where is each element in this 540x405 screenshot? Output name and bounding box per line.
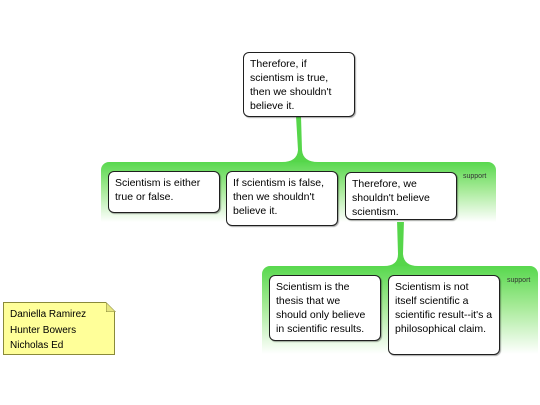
- premise-text: Scientism is not itself scientific a sci…: [395, 281, 493, 335]
- premise-node[interactable]: Scientism is the thesis that we should o…: [269, 275, 381, 341]
- support-label-2: support: [507, 277, 531, 284]
- group1-to-group2-connector: [384, 220, 418, 266]
- premise-node[interactable]: Scientism is either true or false.: [108, 171, 220, 213]
- author-name: Hunter Bowers: [10, 324, 77, 336]
- premise-node[interactable]: If scientism is false, then we shouldn't…: [226, 171, 338, 226]
- premise-text: If scientism is false, then we shouldn't…: [233, 177, 325, 217]
- support-label-1: support: [463, 173, 487, 180]
- author-name: Daniella Ramirez: [10, 309, 87, 320]
- premise-node[interactable]: Scientism is not itself scientific a sci…: [388, 275, 500, 355]
- root-to-group1-connector: [282, 116, 318, 162]
- authors-note[interactable]: Daniella Ramirez Hunter Bowers Nicholas …: [3, 302, 115, 355]
- premise-text: Scientism is either true or false.: [115, 177, 201, 203]
- root-claim-text: Therefore, if scientism is true, then we…: [250, 58, 332, 112]
- author-name: Nicholas Ed: [10, 340, 64, 351]
- intermediate-conclusion-node[interactable]: Therefore, we shouldn't believe scientis…: [345, 172, 457, 220]
- note-folded-corner: [106, 302, 116, 312]
- premise-text: Therefore, we shouldn't believe scientis…: [352, 178, 430, 218]
- premise-text: Scientism is the thesis that we should o…: [276, 281, 366, 335]
- root-claim-node[interactable]: Therefore, if scientism is true, then we…: [243, 52, 355, 117]
